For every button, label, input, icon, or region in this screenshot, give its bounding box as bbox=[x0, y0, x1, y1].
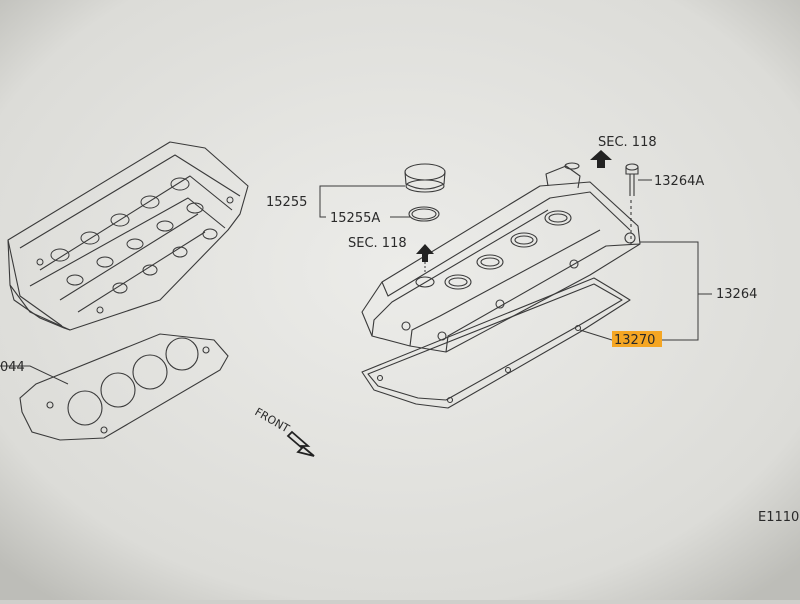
part-15255-label: 15255 bbox=[266, 195, 307, 210]
part-15255A-label: 15255A bbox=[330, 211, 380, 226]
part-13270-label: 13270 bbox=[614, 333, 655, 348]
sec-arrow-mid-icon bbox=[416, 244, 434, 272]
part-13264-label: 13264 bbox=[716, 287, 757, 302]
part-13264A-label: 13264A bbox=[654, 174, 704, 189]
part-044-label: 044 bbox=[0, 360, 25, 375]
oil-filler-cap-drawing bbox=[404, 163, 446, 193]
bolt-drawing bbox=[625, 163, 639, 246]
sec-118-top-label: SEC. 118 bbox=[598, 135, 657, 150]
sec-118-mid-label: SEC. 118 bbox=[348, 236, 407, 251]
figure-id-label: E1110 bbox=[758, 510, 799, 525]
o-ring-drawing bbox=[408, 206, 440, 222]
head-gasket-drawing bbox=[19, 333, 229, 441]
valve-cover-gasket-drawing bbox=[361, 277, 631, 409]
cylinder-head-drawing bbox=[7, 141, 249, 331]
front-arrow-icon bbox=[286, 430, 315, 457]
part-13270-highlight bbox=[612, 331, 662, 347]
sec-arrow-top-icon bbox=[590, 150, 612, 168]
leader-lines bbox=[0, 179, 712, 385]
valve-cover-drawing bbox=[361, 162, 641, 353]
